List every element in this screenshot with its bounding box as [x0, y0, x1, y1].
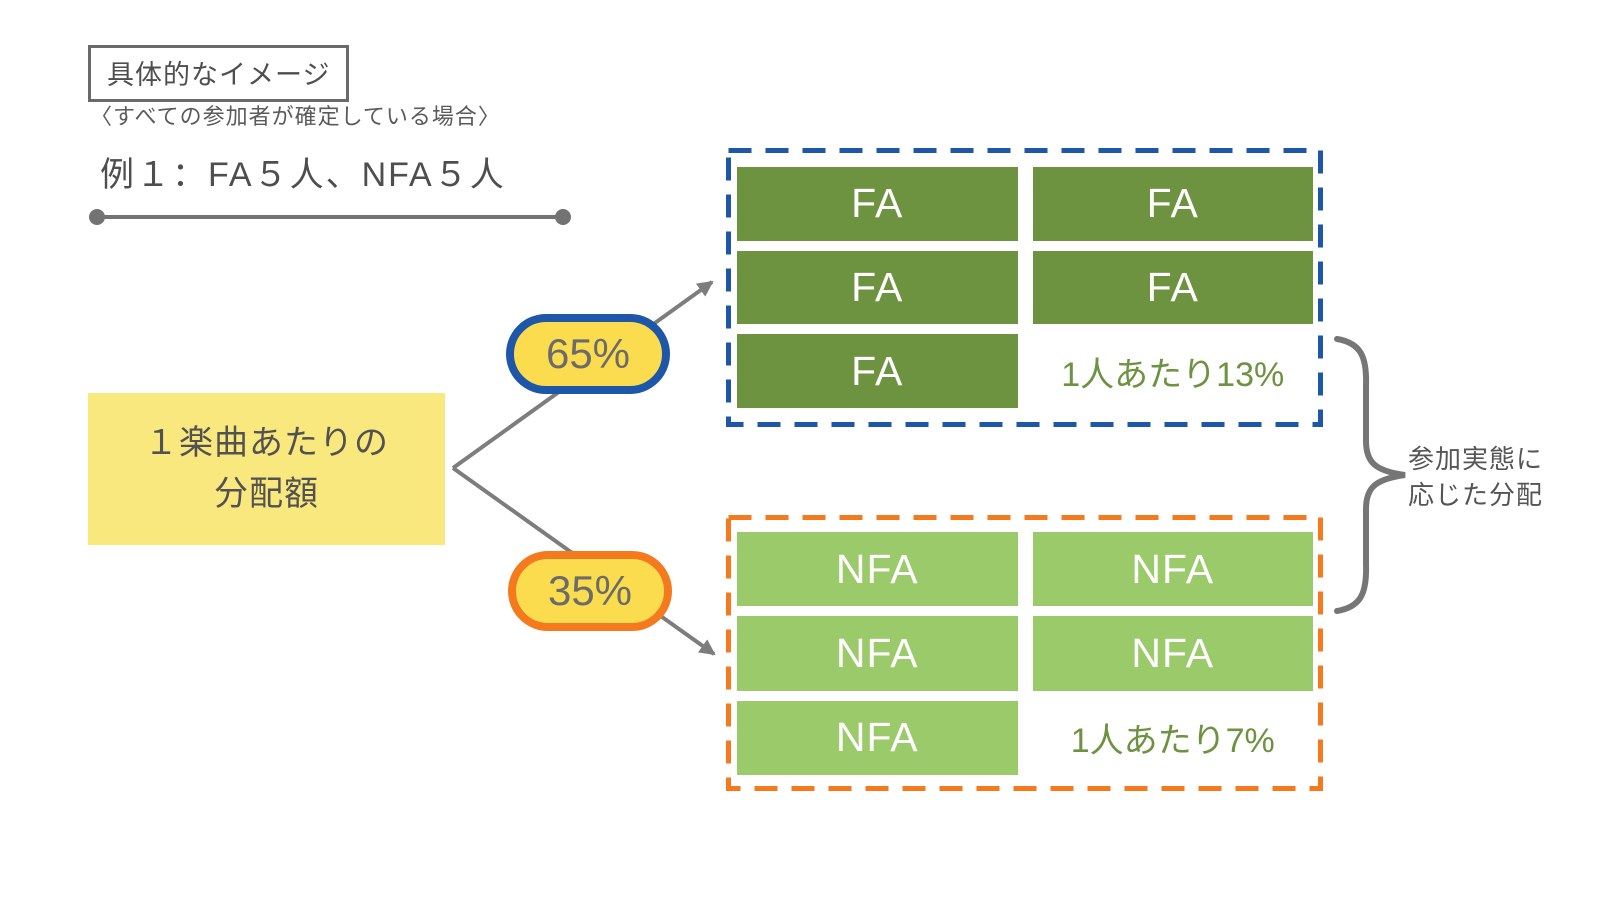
fa-member-cell: FA — [1032, 250, 1313, 325]
condition-text: 〈すべての参加者が確定している場合〉 — [90, 104, 501, 129]
curly-brace — [1334, 336, 1406, 614]
example-underline — [89, 209, 571, 225]
fa-member-cell: FA — [1032, 167, 1313, 241]
underline-dot-left — [89, 209, 105, 225]
nfa-group: NFA NFA NFA NFA NFA 1人あたり7% — [726, 515, 1322, 791]
fa-percent-pill: 65% — [506, 314, 670, 394]
nfa-member-cell: NFA — [1032, 532, 1313, 607]
brace-note-line2: 応じた分配 — [1408, 480, 1544, 511]
nfa-member-cell: NFA — [737, 700, 1018, 775]
fa-member-cell: FA — [737, 334, 1018, 408]
nfa-member-cell: NFA — [737, 532, 1018, 607]
source-amount-line1: １楽曲あたりの — [144, 424, 389, 462]
nfa-per-person-label: 1人あたり7% — [1070, 722, 1275, 761]
fa-member-cell: FA — [737, 167, 1018, 241]
nfa-percent-label: 35% — [547, 567, 633, 614]
fa-per-person-label: 1人あたり13% — [1061, 355, 1285, 394]
brace-note: 参加実態に 応じた分配 — [1408, 441, 1543, 514]
header-tag-label: 具体的なイメージ — [107, 60, 331, 90]
nfa-percent-pill: 35% — [508, 551, 672, 631]
header-tag-box: 具体的なイメージ — [88, 45, 350, 102]
underline-dot-right — [555, 209, 571, 225]
fa-member-cell: FA — [737, 250, 1018, 325]
nfa-member-cell: NFA — [737, 616, 1018, 691]
source-amount-box: １楽曲あたりの 分配額 — [88, 393, 445, 545]
fa-percent-label: 65% — [545, 330, 631, 377]
example-title: 例１：FA５人、NFA５人 — [100, 156, 506, 194]
brace-note-line1: 参加実態に — [1408, 444, 1544, 474]
nfa-member-cell: NFA — [1032, 616, 1313, 691]
fa-group: FA FA FA FA FA 1人あたり13% — [726, 148, 1322, 427]
source-amount-line2: 分配額 — [214, 475, 319, 513]
